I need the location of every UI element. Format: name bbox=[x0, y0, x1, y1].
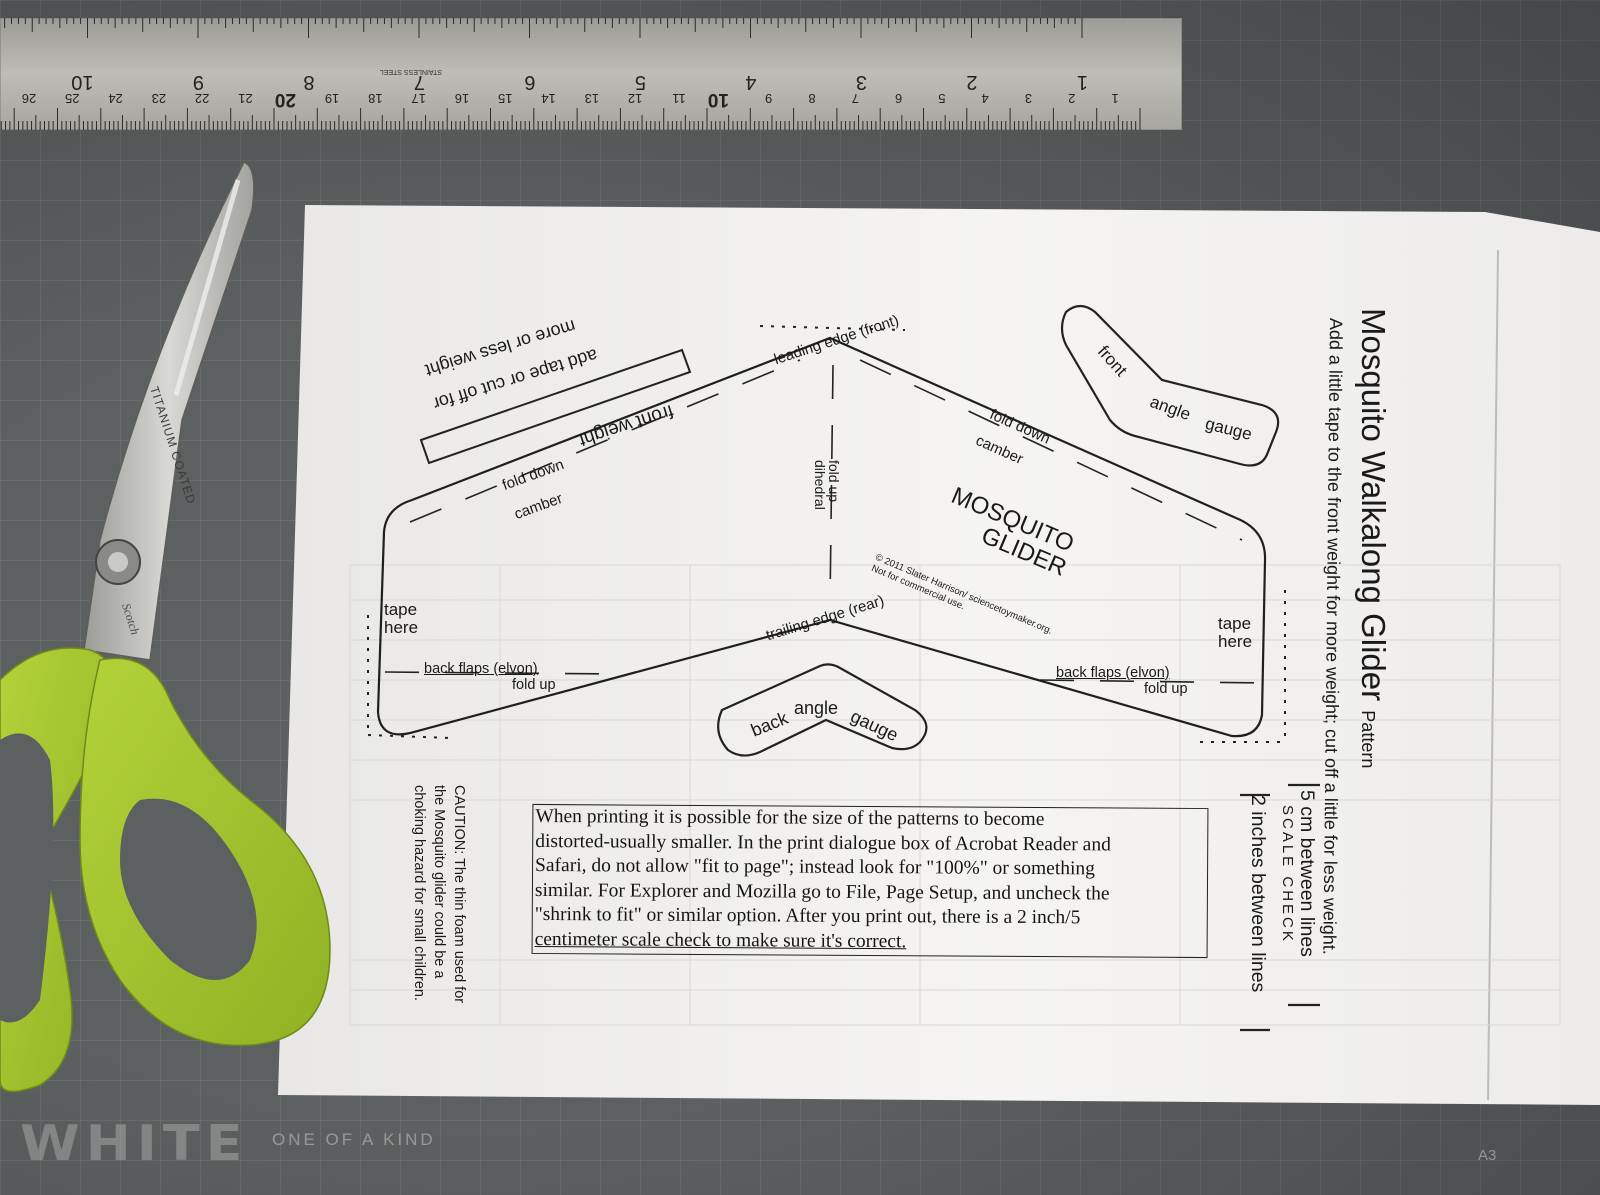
tape-here-left-2: here bbox=[384, 618, 419, 637]
cm-label: 26 bbox=[22, 91, 36, 106]
cm-label: 8 bbox=[808, 91, 815, 106]
cm-label: 20 bbox=[275, 89, 296, 110]
inch-label: 5 bbox=[635, 71, 646, 93]
cm-label: 14 bbox=[541, 91, 555, 106]
cm-label: 10 bbox=[708, 89, 729, 110]
show-through-table bbox=[349, 564, 1561, 1026]
back-flaps-right: back flaps (elvon) bbox=[1056, 665, 1170, 681]
inch-label: 1 bbox=[1077, 71, 1088, 93]
cm-label: 25 bbox=[65, 91, 79, 106]
scissor-blade bbox=[83, 161, 255, 661]
inch-label: 9 bbox=[193, 71, 204, 93]
tape-here-right-2: here bbox=[1218, 632, 1253, 651]
cm-label: 4 bbox=[982, 91, 989, 106]
inch-label: 6 bbox=[524, 71, 535, 93]
blade-highlight bbox=[173, 179, 241, 396]
cm-label: 13 bbox=[585, 91, 599, 106]
mat-brand-text: WHITE bbox=[20, 1115, 249, 1172]
front-weight-box bbox=[419, 348, 692, 465]
cm-ticks bbox=[0, 108, 1141, 130]
inch-label: 10 bbox=[71, 71, 93, 93]
cm-label: 23 bbox=[152, 91, 166, 106]
wing-outline bbox=[376, 336, 1267, 738]
cm-label: 22 bbox=[195, 91, 209, 106]
inch-label: 4 bbox=[745, 71, 756, 93]
cm-label: 11 bbox=[672, 91, 686, 106]
mat-size-label: A3 bbox=[1478, 1147, 1497, 1164]
cm-label: 6 bbox=[895, 91, 902, 106]
fold-up-left: fold up bbox=[512, 677, 556, 693]
inch-labels: 10 9 8 7 6 5 4 3 2 1 bbox=[71, 71, 1088, 93]
fold-up-right: fold up bbox=[1144, 681, 1188, 697]
cm-label: 24 bbox=[108, 91, 122, 106]
inch-label: 2 bbox=[966, 71, 977, 93]
pivot-screw-cap bbox=[108, 552, 128, 572]
cm-label: 12 bbox=[628, 91, 642, 106]
paper-fold-crease bbox=[1487, 249, 1499, 1101]
cm-label: 9 bbox=[765, 91, 772, 106]
cm-label: 5 bbox=[938, 91, 945, 106]
inch-label: 7 bbox=[414, 71, 425, 93]
cm-label: 19 bbox=[325, 91, 339, 106]
handle-thumb-hole bbox=[0, 733, 54, 1023]
back-angle-gauge bbox=[717, 663, 928, 757]
inch-ticks bbox=[4, 18, 1083, 38]
cm-label: 21 bbox=[238, 91, 252, 106]
cm-label: 7 bbox=[852, 91, 859, 106]
cm-label: 15 bbox=[498, 91, 512, 106]
back-flaps-left: back flaps (elvon) bbox=[424, 661, 538, 677]
back-gauge-word-2: angle bbox=[794, 698, 839, 718]
cm-labels: 2726252423222120191817161514131211109876… bbox=[22, 89, 1119, 110]
inch-label: 8 bbox=[303, 71, 314, 93]
cm-label: 17 bbox=[411, 91, 425, 106]
cm-label: 18 bbox=[368, 91, 382, 106]
cm-label: 16 bbox=[455, 91, 469, 106]
mat-tagline: ONE OF A KIND bbox=[272, 1130, 436, 1149]
cm-label: 3 bbox=[1025, 91, 1032, 106]
scale-check-marks bbox=[1240, 783, 1320, 1032]
fold-lines bbox=[384, 359, 1266, 684]
cm-label: 2 bbox=[1068, 91, 1075, 106]
paper bbox=[278, 205, 1600, 1105]
dotted-guides bbox=[367, 325, 1286, 743]
inch-label: 3 bbox=[856, 71, 867, 93]
ruler-stamp: STAINLESS STEEL bbox=[380, 68, 442, 75]
tape-here-right-1: tape bbox=[1218, 614, 1252, 633]
ruler-body bbox=[0, 18, 1182, 130]
handle-finger-hole bbox=[120, 798, 257, 980]
cm-label: 1 bbox=[1111, 91, 1118, 106]
tape-here-left-1: tape bbox=[384, 600, 418, 619]
front-angle-gauge bbox=[1060, 304, 1280, 467]
